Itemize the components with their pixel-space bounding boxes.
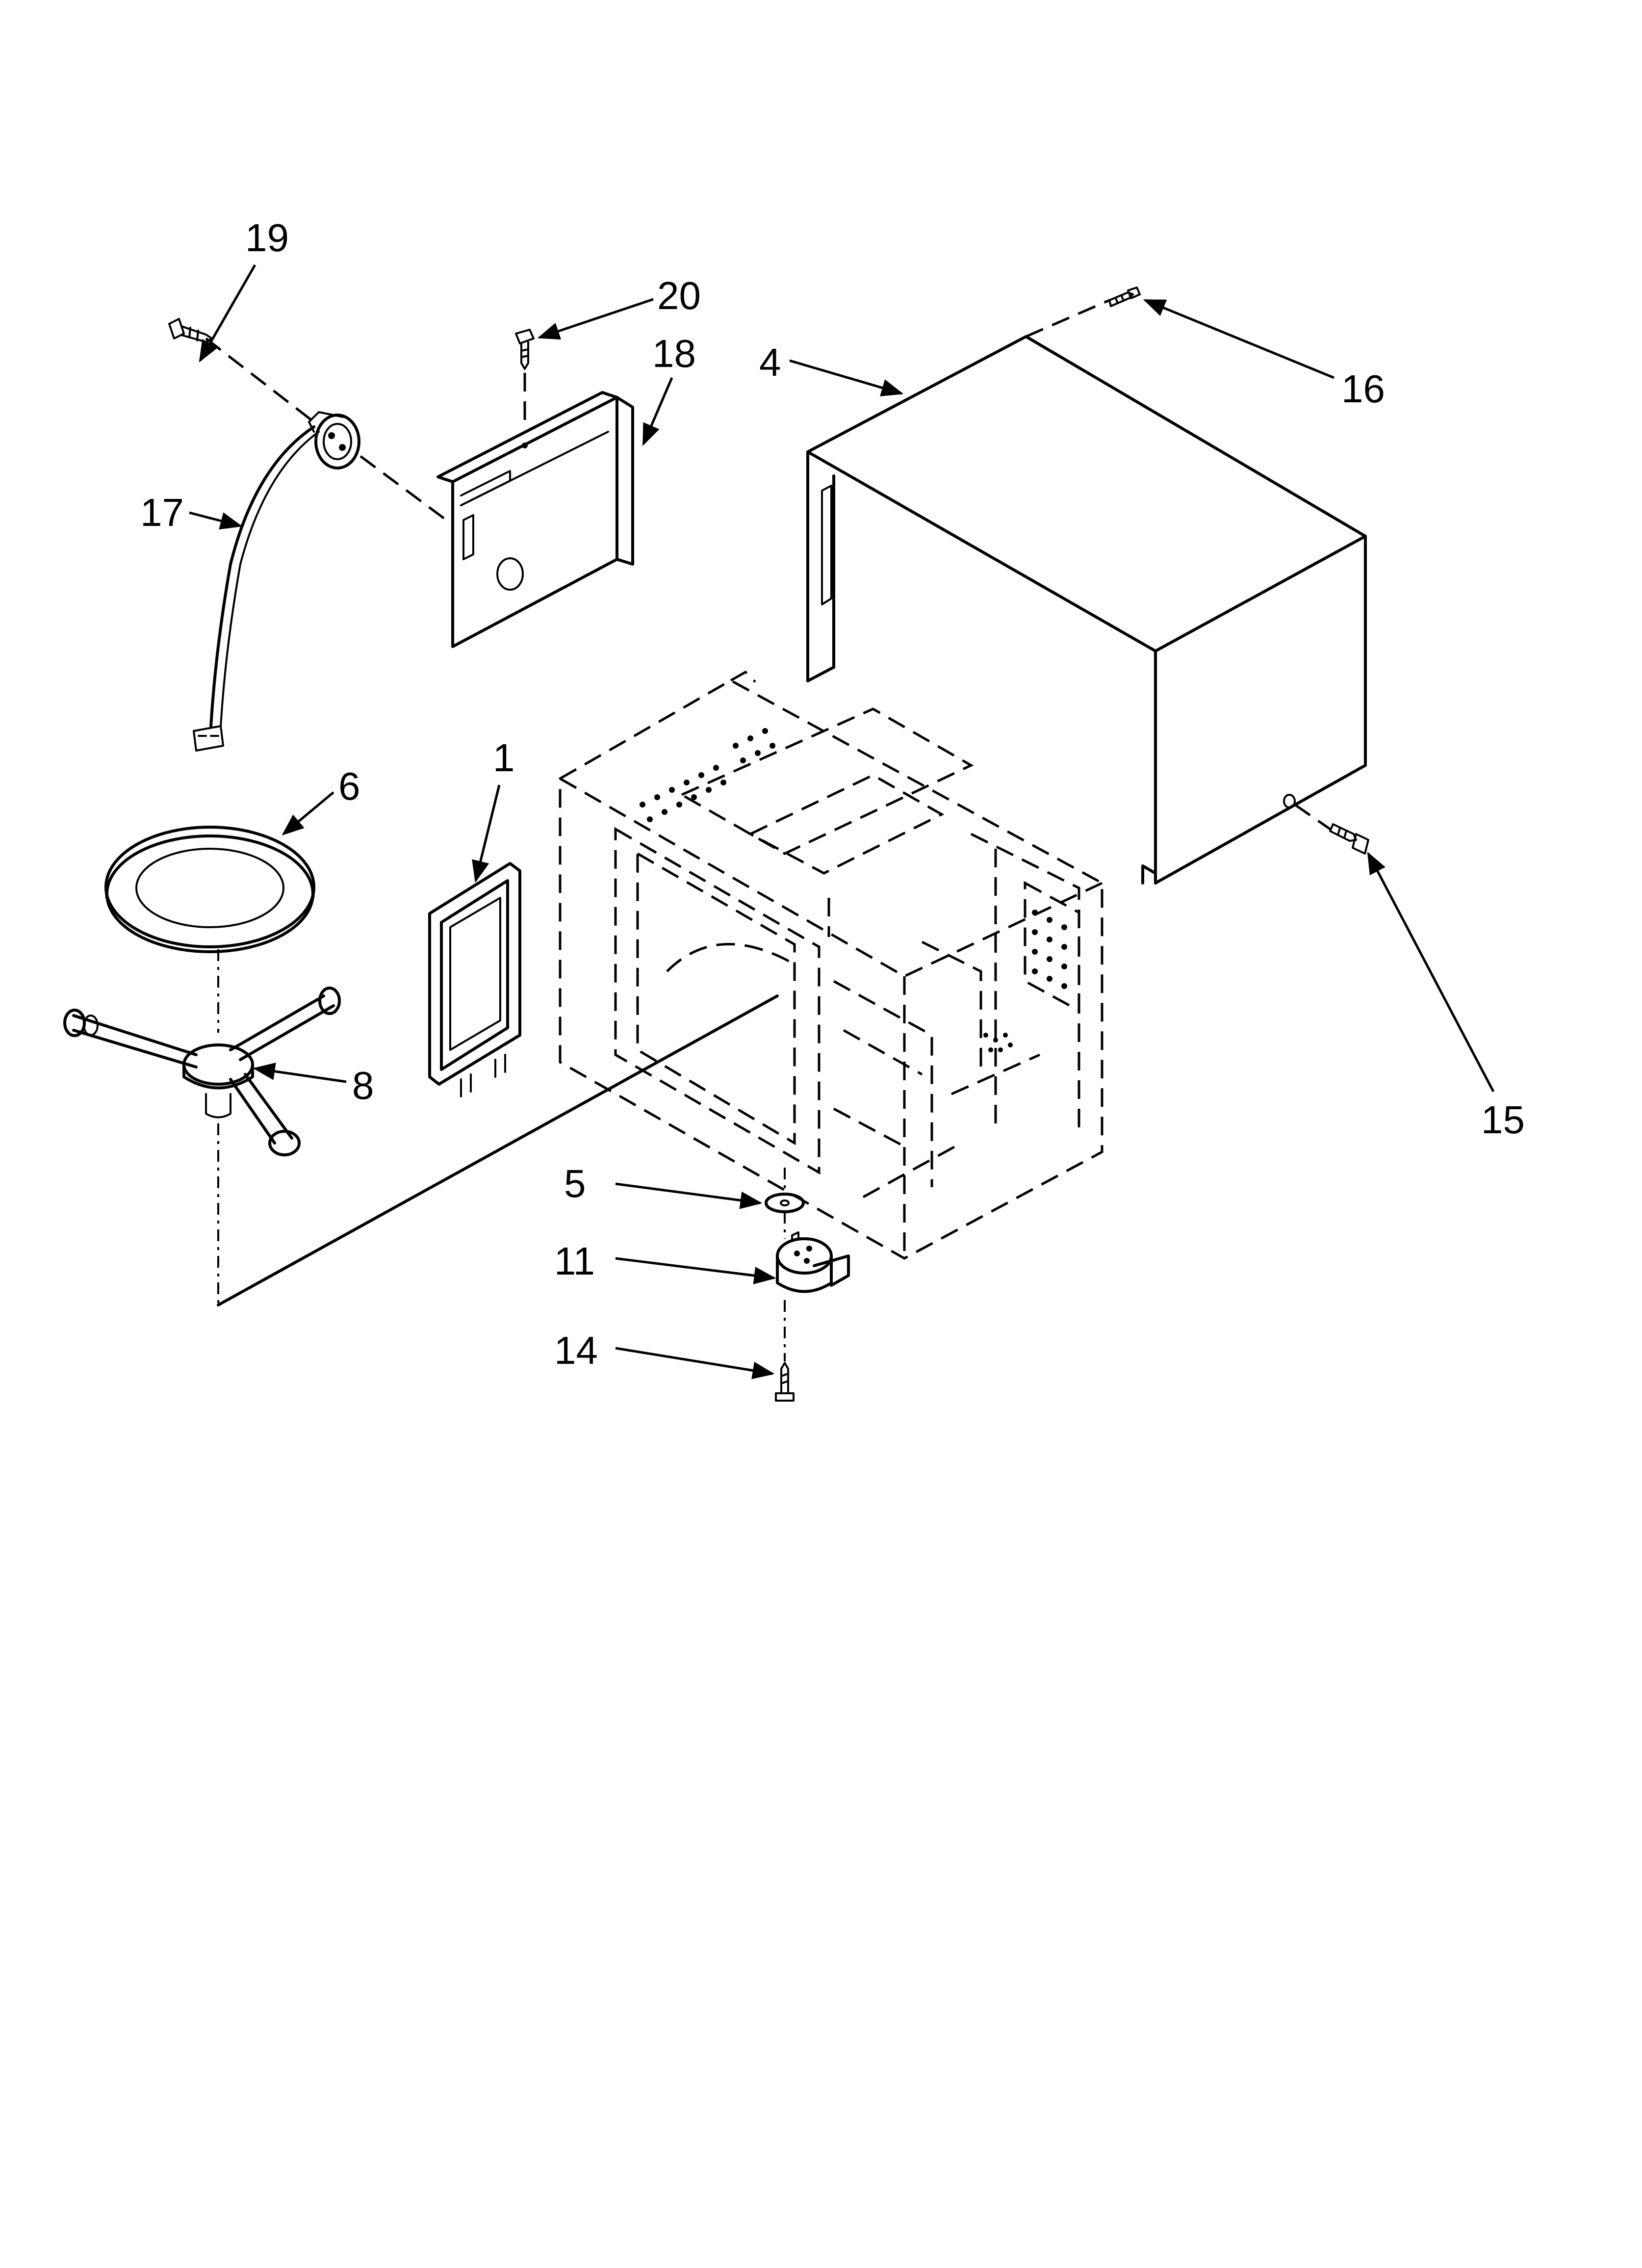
callout-15: 15 [1481, 1098, 1525, 1142]
callout-17: 17 [140, 491, 184, 534]
callout-11: 11 [554, 1239, 595, 1283]
roller-support-spider [63, 987, 341, 1156]
callout-6: 6 [338, 764, 360, 808]
callout-4: 4 [759, 340, 781, 384]
leader-14 [615, 1347, 775, 1380]
leader-18 [642, 377, 673, 446]
outer-cabinet-wrapper [806, 335, 1367, 885]
leader-arrows [189, 264, 1495, 1380]
leader-4 [789, 359, 904, 396]
side-plate-bracket [436, 391, 634, 648]
screw-part-15 [1329, 823, 1369, 855]
leader-6 [282, 791, 334, 835]
screw-part-20 [515, 329, 535, 370]
thermal-sensor-with-wire [193, 411, 360, 752]
leader-17 [189, 511, 243, 530]
washer [765, 1193, 805, 1213]
assembly-guide-lines [205, 299, 1331, 1361]
leader-15 [1367, 852, 1495, 1093]
callout-16: 16 [1341, 367, 1385, 411]
screw-part-14 [775, 1362, 795, 1402]
callout-8: 8 [352, 1064, 374, 1107]
leader-19 [199, 264, 257, 363]
side-vent-holes [1032, 910, 1067, 989]
leader-8 [253, 1063, 347, 1083]
leader-5 [615, 1182, 763, 1209]
callout-19: 19 [245, 216, 289, 260]
leader-16 [1143, 299, 1334, 379]
top-vent-holes [640, 728, 775, 822]
glass-turntable-tray [104, 826, 315, 953]
leader-11 [615, 1257, 776, 1284]
callout-1: 1 [493, 736, 515, 780]
callouts: 19 20 18 4 16 17 1 6 8 15 5 11 14 [140, 216, 1525, 1372]
chassis-outline [559, 670, 1103, 1260]
leader-20 [537, 298, 654, 340]
leader-1 [472, 784, 501, 883]
callout-5: 5 [564, 1162, 586, 1205]
callout-18: 18 [652, 332, 696, 375]
turntable-motor [776, 1231, 850, 1293]
callout-20: 20 [657, 274, 701, 317]
callout-14: 14 [554, 1329, 598, 1372]
fan-grille [983, 1033, 1013, 1052]
screw-part-16 [1108, 287, 1141, 307]
screw-part-19 [168, 318, 213, 343]
waveguide-cover-frame [428, 862, 521, 1097]
